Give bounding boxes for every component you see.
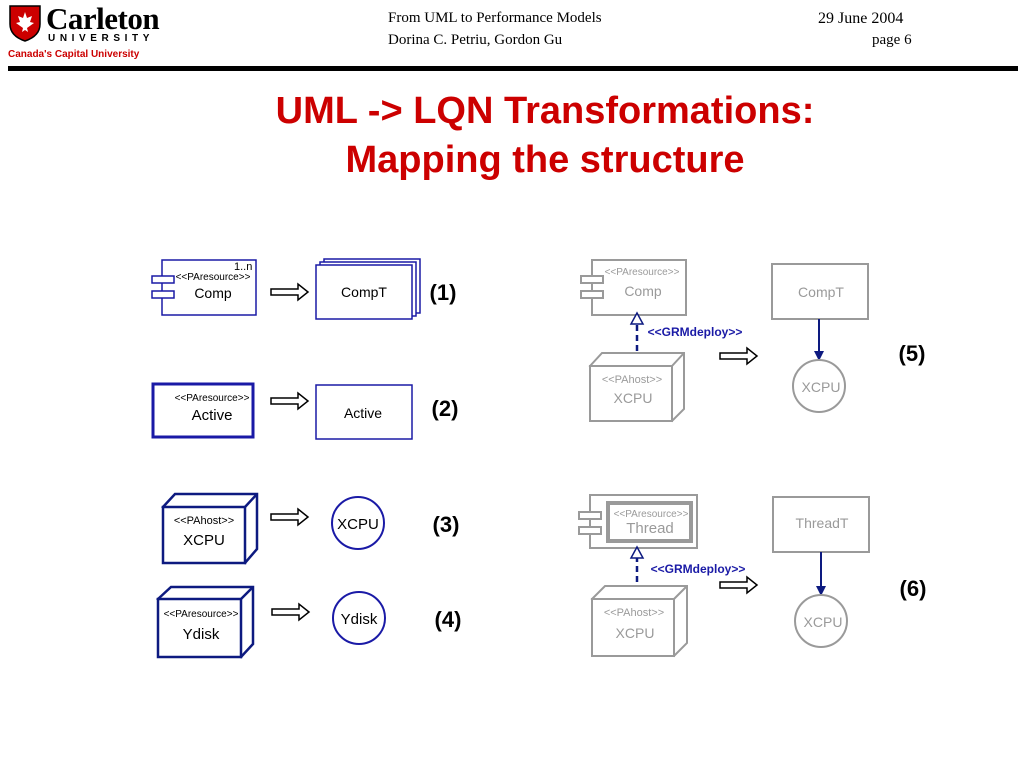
mapping-6: <<PAresource>> Thread <<GRMdeploy>> <<PA… xyxy=(578,494,927,658)
authors: Dorina C. Petriu, Gordon Gu xyxy=(388,32,563,48)
task-active: Active xyxy=(315,384,413,440)
node-name: XCPU xyxy=(183,532,225,549)
node-ydisk: <<PAresource>> Ydisk xyxy=(156,585,255,659)
mapping-arrow-icon xyxy=(270,507,310,527)
stereotype-label: <<PAresource>> xyxy=(175,393,250,404)
task-name: ThreadT xyxy=(796,515,849,531)
component-name: Comp xyxy=(194,285,232,301)
component-port-icon xyxy=(151,290,175,299)
mapping-4: <<PAresource>> Ydisk Ydisk (4) xyxy=(156,585,462,659)
component-port-icon xyxy=(578,526,602,535)
node-name: XCPU xyxy=(614,390,653,406)
dependency-arrowhead-icon xyxy=(629,311,645,325)
component-comp-gray: <<PAresource>> Comp xyxy=(580,259,687,316)
mapping-arrow-icon xyxy=(270,282,310,302)
processor-xcpu-gray-2: XCPU xyxy=(794,594,848,648)
mapping-5: <<PAresource>> Comp <<GRMdeploy>> <<PAho… xyxy=(580,259,926,423)
date: 29 June 2004 xyxy=(818,10,904,27)
mapping-number: (4) xyxy=(435,607,462,632)
stereotype-label: <<PAhost>> xyxy=(604,607,664,619)
node-xcpu-gray: <<PAhost>> XCPU xyxy=(588,352,685,423)
mapping-number: (5) xyxy=(899,341,926,366)
node-name: Ydisk xyxy=(183,626,220,643)
stereotype-label: <<PAresource>> xyxy=(614,509,689,520)
header-divider xyxy=(8,66,1018,71)
component-name: Comp xyxy=(624,283,662,299)
page-number: page 6 xyxy=(872,32,912,48)
component-comp: 1..n <<PAresource>> Comp xyxy=(151,259,257,316)
doc-title: From UML to Performance Models xyxy=(388,10,602,26)
active-object: <<PAresource>> Active xyxy=(151,382,255,439)
multiplicity-label: 1..n xyxy=(234,261,252,273)
task-threadt-gray: ThreadT xyxy=(772,496,870,553)
mapping-number: (6) xyxy=(900,576,927,601)
mapping-number: (2) xyxy=(432,396,459,421)
task-compt: CompT xyxy=(315,258,421,320)
component-port-icon xyxy=(580,275,604,284)
mapping-3: <<PAhost>> XCPU XCPU (3) xyxy=(161,492,460,565)
object-name: Active xyxy=(192,407,233,424)
component-port-icon xyxy=(580,290,604,299)
stereotype-label: <<PAresource>> xyxy=(164,609,239,620)
logo-university: UNIVERSITY xyxy=(48,33,155,44)
shield-icon xyxy=(9,5,41,42)
mapping-arrow-icon xyxy=(719,346,759,366)
processor-xcpu: XCPU xyxy=(331,496,385,550)
component-name: Thread xyxy=(626,520,674,537)
processor-name: XCPU xyxy=(337,516,379,533)
slide-title-line2: Mapping the structure xyxy=(345,139,745,181)
stereotype-label: <<PAhost>> xyxy=(602,374,662,386)
component-port-icon xyxy=(578,511,602,520)
slide-title-line1: UML -> LQN Transformations: xyxy=(275,90,815,132)
task-compt-gray: CompT xyxy=(771,263,869,320)
node-xcpu: <<PAhost>> XCPU xyxy=(161,492,259,565)
processor-xcpu-gray: XCPU xyxy=(792,359,846,413)
task-name: Active xyxy=(344,405,382,421)
node-name: XCPU xyxy=(616,625,655,641)
component-port-icon xyxy=(151,275,175,284)
mapping-1: 1..n <<PAresource>> Comp CompT (1) xyxy=(151,258,457,320)
mapping-arrow-icon xyxy=(270,391,310,411)
dependency-arrowhead-icon xyxy=(629,545,645,559)
stereotype-label: <<PAhost>> xyxy=(174,515,234,527)
stereotype-label: <<PAresource>> xyxy=(176,272,251,283)
node-xcpu-gray-2: <<PAhost>> XCPU xyxy=(590,585,688,658)
stereotype-label: <<PAresource>> xyxy=(605,267,680,278)
deploy-label: <<GRMdeploy>> xyxy=(648,325,743,339)
task-name: CompT xyxy=(798,284,844,300)
processor-name: XCPU xyxy=(802,379,841,395)
task-name: CompT xyxy=(341,284,387,300)
mapping-arrow-icon xyxy=(719,575,759,595)
carleton-logo: Carleton UNIVERSITY Canada's Capital Uni… xyxy=(8,1,160,62)
logo-tagline: Canada's Capital University xyxy=(8,49,140,60)
mapping-number: (3) xyxy=(433,512,460,537)
component-thread-gray: <<PAresource>> Thread xyxy=(578,494,698,549)
processor-name: XCPU xyxy=(804,614,843,630)
deploy-label: <<GRMdeploy>> xyxy=(651,562,746,576)
logo-name: Carleton xyxy=(46,1,160,36)
processor-name: Ydisk xyxy=(341,611,378,628)
mapping-2: <<PAresource>> Active Active (2) xyxy=(151,382,459,440)
processor-ydisk: Ydisk xyxy=(332,591,386,645)
mapping-number: (1) xyxy=(430,280,457,305)
mapping-arrow-icon xyxy=(271,602,311,622)
